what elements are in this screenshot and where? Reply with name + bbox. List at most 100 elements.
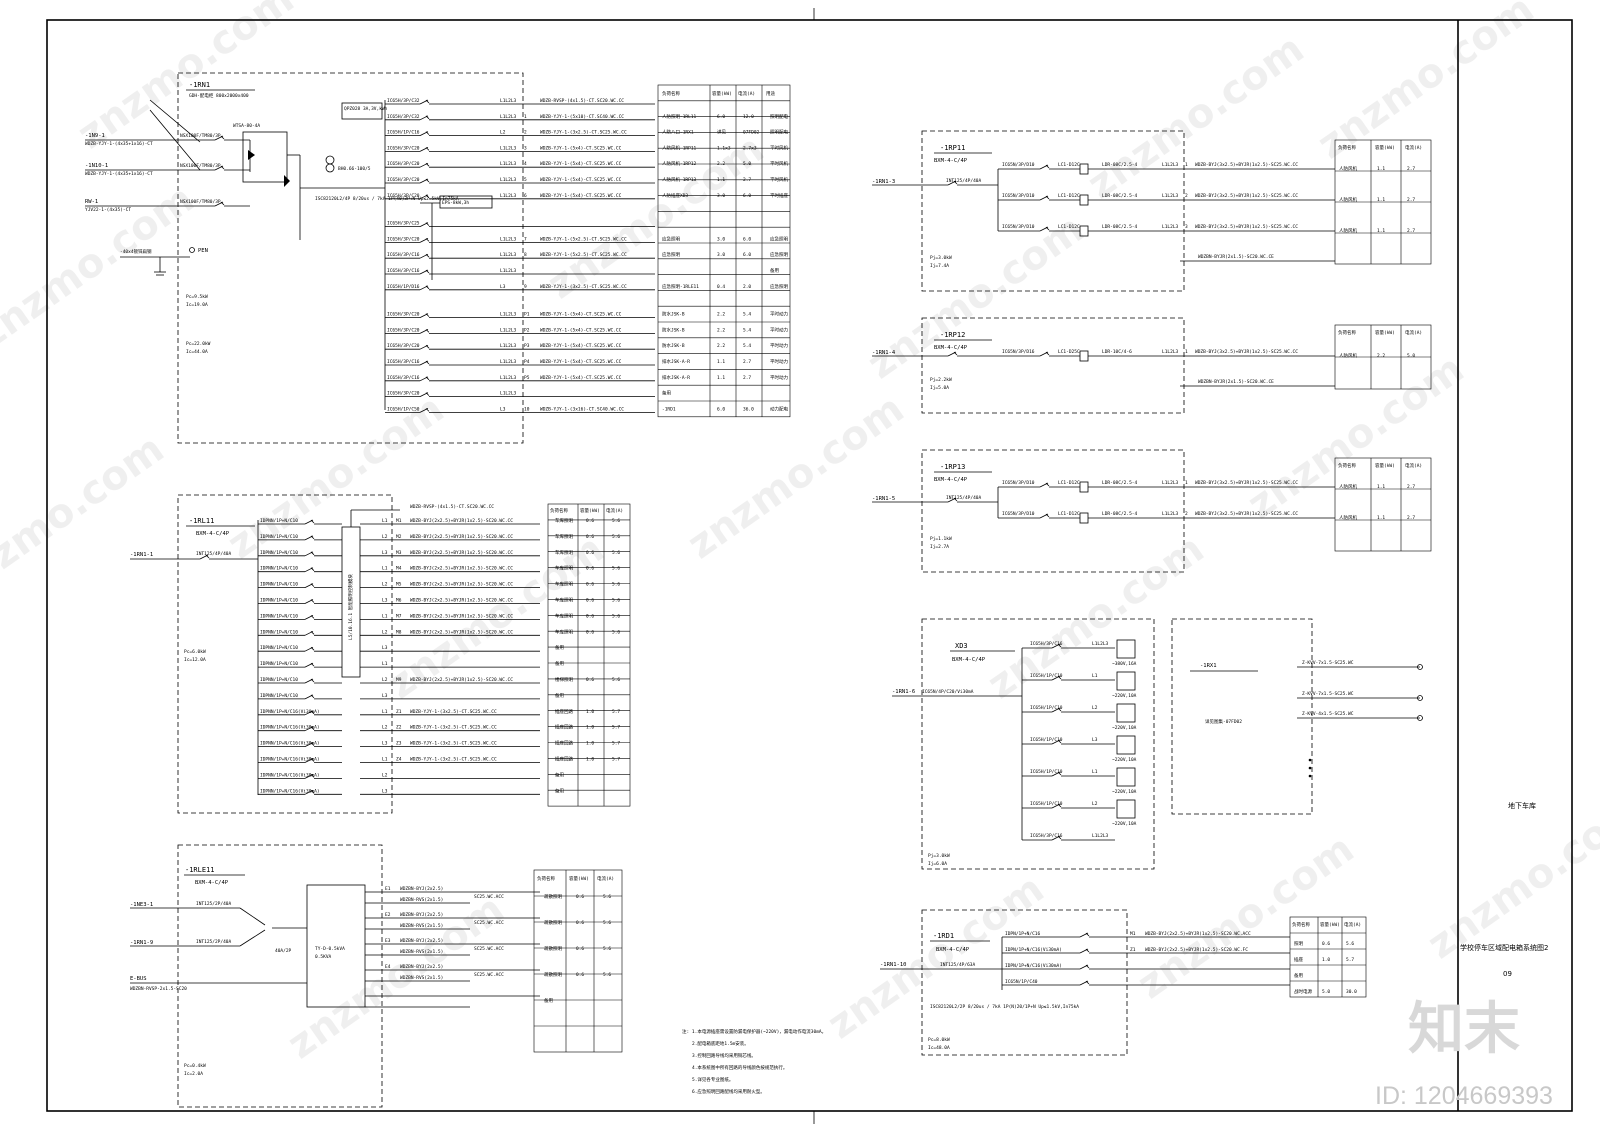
panel-boundary	[1171, 618, 1313, 815]
circuit-phase: L2	[382, 582, 388, 588]
circuit-cable: WDZB-YJY-1-(3x2.5)-CT.SC25.WC.CC	[410, 757, 497, 763]
watermark-text: znzmo.com	[539, 126, 772, 308]
table-header: 负荷名称	[1338, 329, 1356, 336]
table-header: 容量(kW)	[1320, 921, 1340, 928]
overload-relay-label: LDR-08C/2.5-4	[1102, 224, 1138, 230]
watermark-text: znzmo.com	[0, 176, 202, 358]
circuit-amps: 5.6	[612, 598, 620, 604]
panel-name: -1RN1	[189, 81, 210, 89]
circuit-phase: L2	[382, 725, 388, 731]
breaker-mark	[310, 726, 315, 730]
circuit-breaker: IC65N/3P/D10	[1002, 480, 1035, 486]
circuit-phase: L1	[382, 757, 388, 763]
circuit-load: 楼梯照明	[555, 676, 573, 683]
circuit-breaker: IC65H/1P/C50	[387, 406, 420, 412]
circuit-amps: 5.6	[612, 566, 620, 572]
breaker-mark	[425, 99, 430, 104]
breaker-mark	[1057, 707, 1062, 712]
overload-relay-label: LDR-10C/4-6	[1102, 349, 1132, 355]
panel-1rx1: -1RX1详见图集-07FD02Z-KVV-7x1.5-SC25.WCZ-KVV…	[1171, 618, 1423, 815]
circuit-breaker: IC65H/1P/C10	[1030, 737, 1063, 743]
circuit-cable: WDZB-BYJ(2x2.5)+BYJR(1x2.5)-SC20.WC.CC	[410, 566, 513, 572]
circuit-load: 车库照明	[555, 565, 573, 572]
circuit-breaker: IDPNN/1P+N/C10	[260, 598, 298, 604]
circuit-kw: 3.0	[717, 236, 725, 242]
eps-label: EPS-8kW,3h	[442, 200, 469, 206]
table-header: 负荷名称	[1338, 144, 1356, 151]
circuit-cable: WDZB-BYJ(2x2.5)+BYJR(1x2.5)-SC20.WC.CC	[410, 598, 513, 604]
circuit-phase: L3	[382, 598, 388, 604]
breaker-mark	[310, 646, 315, 651]
circuit-breaker: IDPNN/1P+N/C16(Vi30mA)	[260, 757, 320, 763]
panel-desc: BXM-4-C/4P	[934, 345, 968, 351]
circuit-number: 2	[1185, 193, 1188, 199]
circuit-number: 2	[524, 130, 527, 136]
circuit-amps: 5.6	[1346, 941, 1354, 947]
circuit-number: M6	[396, 598, 402, 604]
circuit-load: 插座回路	[555, 708, 573, 715]
circuit-breaker: IDPNN/1P+N/C16(Vi30mA)	[260, 788, 320, 794]
note-line: 注: 1.本电源插座需设置防漏电保护器(~220V)，漏电动作电流30mA。	[682, 1028, 826, 1035]
circuit-breaker: IC65H/3P/C16	[387, 268, 420, 274]
continuation-dot	[1308, 758, 1312, 762]
circuit-cable: WDZB-YJY-1-(5x4)-CT.SC25.WC.CC	[540, 193, 622, 199]
load-calc: Ic=48.0A	[928, 1045, 950, 1051]
control-cable: WDZBN-BYJR(2x1.5)-SC20.WC.CE	[1198, 254, 1274, 260]
circuit-phase: L1L2L3	[500, 268, 517, 274]
breaker-mark	[1085, 948, 1090, 953]
control-module-label: L5/10.16.1 智能照明控制模块	[347, 574, 354, 640]
circuit-number: M1	[1130, 931, 1136, 937]
circuit-kw: 5.0	[1322, 989, 1330, 995]
socket-rating: ~380V,16A	[1112, 661, 1137, 667]
circuit-breaker: IDPNN/1P+N/C10	[260, 645, 298, 651]
circuit-phase: L1L2L3	[500, 252, 517, 258]
circuit-phase: L1L2L3	[1162, 480, 1179, 486]
circuit-load: 人防风机	[1339, 196, 1357, 203]
circuit-breaker: IDPN/1P+N/C16	[1005, 931, 1041, 937]
ats-arrow	[248, 150, 255, 160]
circuit-number: 10	[524, 406, 530, 412]
circuit-phase: L1L2L3	[500, 177, 517, 183]
circuit-breaker: IC65N/3P/D10	[1002, 511, 1035, 517]
breaker-mark	[310, 519, 315, 524]
circuit-kw: 3.0	[717, 252, 725, 258]
ats-label: WTSA-80-4A	[233, 123, 260, 129]
ground-label: -40x4镀锌扁钢	[120, 248, 152, 255]
circuit-kw: 1.1	[1377, 166, 1385, 172]
note-line: 4.本系统图中所有回路的导线颜色按规范执行。	[692, 1064, 787, 1071]
circuit-number: 1	[1185, 480, 1188, 486]
circuit-amps: 5.7	[612, 725, 620, 731]
note-line: 3.控制回路导线均采用铜芯线。	[692, 1052, 756, 1059]
circuit-amps: 2.7	[743, 359, 751, 365]
load-calc: Pc=0.4kW	[184, 1063, 206, 1069]
main-breaker: INT125/4P/40A	[946, 178, 982, 184]
pen-terminal	[189, 247, 195, 253]
circuit-amps: 5.7	[612, 757, 620, 763]
circuit-kw: 1.0	[586, 741, 594, 747]
breaker-mark	[425, 178, 430, 183]
circuit-phase: L1	[382, 566, 388, 572]
load-calc: Ic=19.0A	[186, 302, 208, 308]
eps-box	[439, 195, 493, 209]
circuit-amps: 5.6	[612, 550, 620, 556]
circuit-load: 应急照明	[662, 251, 680, 258]
sheet-number: 09	[1503, 970, 1512, 978]
circuit-breaker: IDPNN/1P+N/C10	[260, 661, 298, 667]
circuit-number: Z1	[396, 709, 402, 715]
circuit-kw: 1.0	[586, 725, 594, 731]
watermark-text: znzmo.com	[1419, 786, 1600, 968]
load-calc: Pc=8.0kW	[928, 1037, 950, 1043]
circuit-number: 3	[524, 145, 527, 151]
panel-desc: BXM-4-C/4P	[936, 947, 970, 953]
watermark-text: znzmo.com	[219, 386, 452, 568]
circuit-load: 车库照明	[555, 612, 573, 619]
circuit-breaker: IC65N/1P/C40	[1005, 979, 1038, 985]
circuit-breaker: IC65H/3P/C32	[387, 98, 420, 104]
breaker-mark	[425, 285, 430, 290]
overload-relay-label: LDR-08C/2.5-4	[1102, 162, 1138, 168]
incomer-breaker: NSX100F/TM80/3P	[180, 133, 221, 139]
main-breaker: INT125/4P/40A	[196, 551, 232, 557]
panel-note: 详见图集-07FD02	[1205, 718, 1242, 725]
ats-label: 40A/2P	[275, 948, 292, 954]
